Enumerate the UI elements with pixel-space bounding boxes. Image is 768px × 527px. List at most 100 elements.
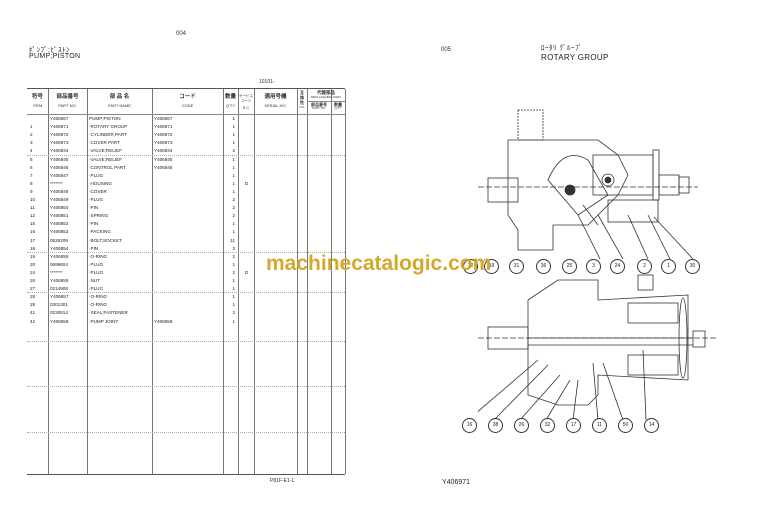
item-cell: 10	[30, 197, 36, 202]
code-cell: Y406971	[154, 124, 173, 130]
guide-line	[27, 252, 345, 253]
header-repl-part-no-en: PART NO.	[312, 106, 326, 111]
col-divider	[238, 89, 239, 474]
callout-bubble: 16	[462, 418, 477, 433]
col-divider	[48, 89, 49, 474]
item-cell: 4	[30, 148, 33, 154]
sc-cell: D	[245, 269, 249, 275]
qty-cell: 1	[232, 221, 235, 227]
col-divider	[297, 89, 298, 474]
part-no-cell: 0699604	[50, 261, 68, 267]
header-replaceable-en: REPLACEABLE PART	[310, 94, 342, 99]
qty-cell: 1	[232, 302, 235, 308]
header-qty-jp: 数量	[224, 94, 236, 100]
part-name-cell: ·PUMP JOINT	[89, 318, 119, 324]
part-no-cell: Y406972	[50, 132, 69, 138]
figure-title-en: ROTARY GROUP	[541, 53, 609, 62]
header-serial-en: SERIAL NO.	[264, 103, 287, 109]
callout-bubble: 2	[637, 259, 652, 274]
header-code: コード CODE	[152, 89, 223, 114]
figure-code: Y406971	[442, 479, 471, 486]
part-name-cell: ·COVER	[89, 188, 107, 194]
header-part-no: 部品番号 PART NO.	[48, 89, 87, 114]
part-name-cell: ·CONTROL PART	[89, 164, 126, 170]
part-no-cell: Y406847	[50, 172, 69, 178]
part-no-cell: *******	[50, 180, 63, 186]
qty-cell: 1	[232, 229, 235, 235]
header-repl-part-no-jp: 部品番号	[311, 102, 327, 107]
col-divider	[87, 89, 88, 474]
code-cell: Y406972	[154, 132, 173, 138]
callout-bubble: 19	[484, 259, 499, 274]
col-divider	[152, 89, 153, 474]
qty-cell: 1	[232, 164, 235, 170]
part-name-cell: ·HOUSING	[89, 180, 112, 186]
item-cell: 16	[30, 229, 36, 235]
callout-bubble: 11	[592, 418, 607, 433]
callout-bubble: 30	[685, 259, 700, 274]
qty-cell: 1	[232, 261, 235, 267]
part-no-cell: Y406854	[50, 245, 69, 251]
item-cell: 42	[30, 318, 36, 324]
callout-bubble: 14	[644, 418, 659, 433]
header-subdivider	[307, 101, 345, 102]
header-bottom-line	[27, 114, 345, 115]
qty-cell: 2	[232, 205, 235, 211]
header-part-name: 部 品 名 PART NAME	[87, 89, 152, 114]
part-no-cell: Y406846	[50, 164, 69, 170]
qty-cell: 2	[232, 245, 235, 251]
part-name-cell: ·BOLT;SOCKET	[89, 237, 122, 243]
qty-cell: 1	[232, 318, 235, 324]
part-no-cell: Y406855	[50, 253, 69, 259]
part-name-cell: ·PIN	[89, 245, 99, 251]
item-cell: 1	[30, 124, 33, 130]
item-cell: 8	[30, 180, 33, 186]
section-title-en: PUMP;PISTON	[29, 53, 81, 60]
section-title-jp: ﾎﾟﾝﾌﾟ;ﾋﾟｽﾄﾝ	[29, 47, 70, 54]
callout-bubble: 50	[618, 418, 633, 433]
part-no-cell: *******	[50, 269, 63, 275]
part-name-cell: ·PLUG	[89, 269, 104, 275]
part-name-cell: ·PLUG	[89, 172, 104, 178]
part-no-cell: Y406851	[50, 213, 69, 219]
footer-code: P81F-E1-1	[270, 478, 295, 484]
serial-range: 10101-	[259, 79, 275, 85]
header-part-no-jp: 部品番号	[56, 94, 79, 100]
left-page-number: 004	[176, 31, 187, 37]
item-cell: 2	[30, 132, 33, 138]
figure-title-jp: ﾛｰﾀﾘ ｸﾞﾙｰﾌﾟ	[541, 45, 583, 52]
col-divider	[307, 89, 308, 474]
item-cell: 5	[30, 156, 33, 162]
part-no-cell: 0230814	[50, 310, 68, 316]
header-part-name-en: PART NAME	[108, 103, 131, 109]
header-code-jp: コード	[179, 94, 196, 100]
part-no-cell: Y406849	[50, 197, 69, 202]
header-part-name-jp: 部 品 名	[109, 94, 130, 100]
qty-cell: 1	[232, 116, 235, 121]
part-name-cell: ·VALVE;RELIEF	[89, 156, 123, 162]
qty-cell: 1	[232, 294, 235, 300]
item-cell: 28	[30, 294, 36, 300]
qty-cell: 1	[232, 124, 235, 130]
item-cell: 9	[30, 188, 33, 194]
qty-cell: 11	[230, 237, 235, 243]
header-item-en: ITEM	[32, 103, 43, 109]
part-name-cell: ·SEAL;FASTENER	[89, 310, 128, 316]
callout-bubble: 26	[514, 418, 529, 433]
header-item: 符号 ITEM	[27, 89, 48, 114]
